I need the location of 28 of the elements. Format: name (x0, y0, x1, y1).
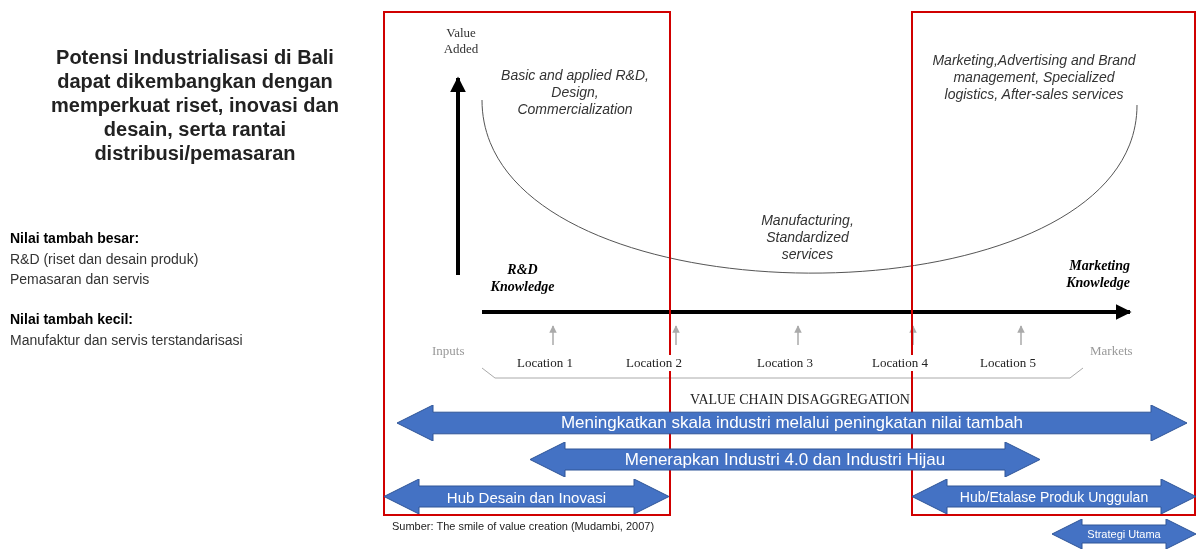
axis-label: Marketing Knowledge (1065, 258, 1130, 292)
chain-end-label: Inputs (432, 343, 465, 359)
heading: Potensi Industrialisasi di Bali dapat dikembangkan dengan memperkuat riset, inovasi dan desain, serta rantai distribusi/pemasaran (50, 45, 340, 165)
axis-label: Value Added (442, 25, 480, 57)
note-heading: Nilai tambah besar: (10, 230, 140, 247)
note-text: Manufaktur dan servis terstandarisasi (10, 332, 243, 349)
banner-text: Menerapkan Industri 4.0 dan Industri Hijau (623, 449, 947, 470)
stage-description: Marketing,Advertising and Brand management, Specialized logistics, After-sales services (931, 52, 1137, 103)
banner-text: Meningkatkan skala industri melalui peningkatan nilai tambah (559, 413, 1025, 433)
double-arrow-banner (912, 479, 1196, 514)
double-arrow-banner (397, 405, 1187, 441)
banner-text: Hub/Etalase Produk Unggulan (958, 488, 1150, 505)
stage-description: Basic and applied R&D, Design, Commercialization (500, 67, 650, 118)
note-text: Pemasaran dan servis (10, 271, 150, 288)
note-heading: Nilai tambah kecil: (10, 311, 133, 328)
location-label: Location 2 (626, 355, 682, 371)
chain-end-label: Markets (1090, 343, 1133, 359)
double-arrow-banner (384, 479, 669, 514)
axis-label: R&D Knowledge (489, 262, 556, 296)
banner-text: Hub Desain dan Inovasi (445, 488, 608, 505)
note-text: R&D (riset dan desain produk) (10, 251, 199, 268)
location-label: Location 4 (872, 355, 928, 371)
double-arrow-banner (1052, 519, 1196, 549)
banner-text: Strategi Utama (1086, 528, 1162, 540)
double-arrow-banner (530, 442, 1040, 477)
source-note: Sumber: The smile of value creation (Mudambi, 2007) (392, 520, 655, 534)
stage-description: Manufacturing, Standardized services (760, 212, 855, 263)
axis-title: VALUE CHAIN DISAGGREGATION (689, 392, 911, 409)
